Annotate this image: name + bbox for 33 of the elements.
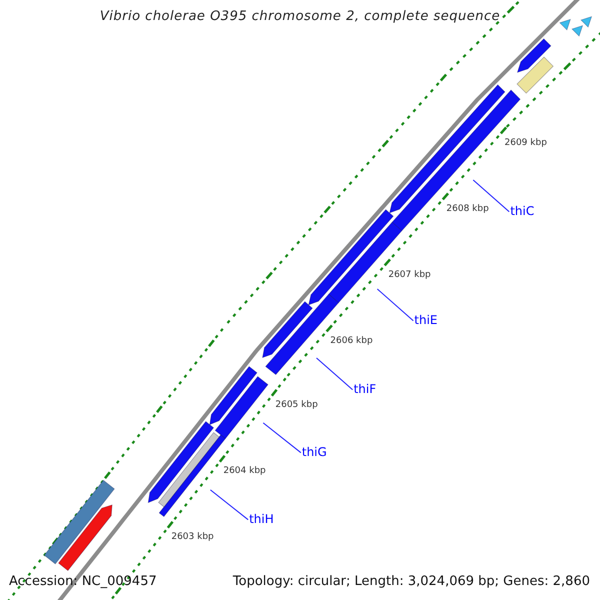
gene-feature: [571, 25, 584, 36]
accession-text: Accession: NC_009457: [9, 574, 157, 589]
gene-feature: [58, 504, 112, 572]
gene-feature: [580, 16, 592, 28]
gene-label: thiH: [249, 512, 274, 526]
gene-feature: [389, 84, 506, 214]
gene-feature: [214, 376, 268, 440]
scale-label: 2607 kbp: [388, 270, 431, 280]
gene-feature: [209, 366, 258, 426]
scale-label: 2609 kbp: [504, 138, 547, 148]
gene-feature: [516, 56, 554, 94]
gene-label: thiF: [354, 382, 376, 396]
gene-feature: [148, 421, 214, 504]
scale-label: 2603 kbp: [171, 532, 214, 542]
gene-feature: [262, 301, 313, 358]
gene-label: thiE: [414, 312, 438, 327]
scale-label: 2606 kbp: [330, 336, 373, 346]
gene-feature: [44, 480, 115, 564]
gene-label: thiC: [510, 204, 534, 218]
scale-label: 2608 kbp: [446, 204, 489, 214]
map-title: Vibrio cholerae O395 chromosome 2, complete sequence: [98, 9, 502, 24]
leader-line: [472, 180, 510, 212]
gene-feature: [516, 38, 552, 73]
scale-label: 2605 kbp: [275, 400, 318, 410]
leader-line: [316, 358, 354, 390]
gene-feature: [559, 18, 571, 30]
gene-feature: [158, 432, 220, 508]
gene-feature: [158, 434, 226, 518]
summary-text: Topology: circular; Length: 3,024,069 bp; Genes: 2,860: [232, 574, 590, 589]
leader-line: [210, 489, 249, 520]
scale-label: 2604 kbp: [223, 466, 266, 476]
gene-label: thiG: [302, 444, 327, 459]
leader-line: [262, 422, 302, 454]
